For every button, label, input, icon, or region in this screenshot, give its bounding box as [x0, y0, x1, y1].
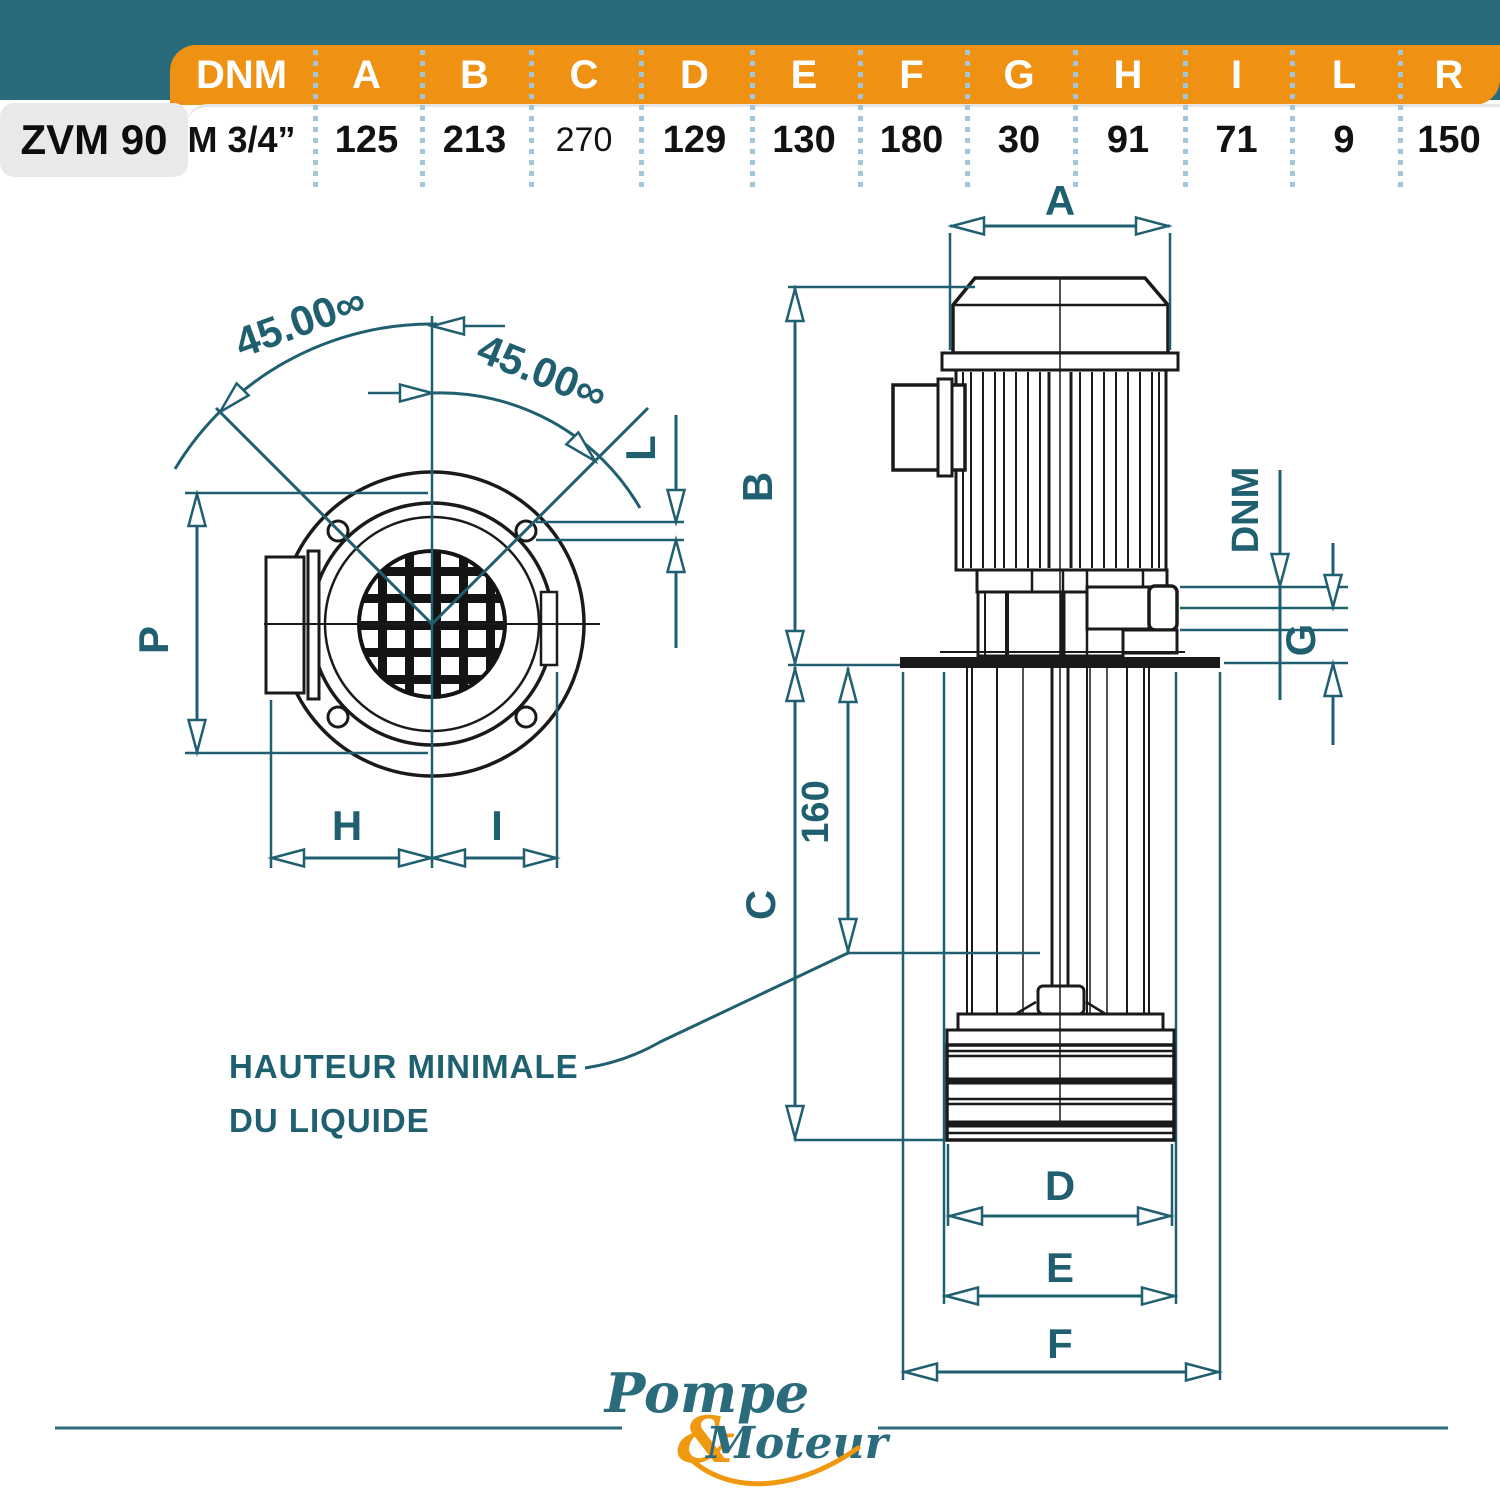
value-g: 30	[997, 118, 1041, 161]
angle-label-right: 45.00∞	[471, 324, 614, 418]
dim-label-d: D	[1045, 1162, 1075, 1209]
model-label: ZVM 90	[0, 103, 188, 177]
column-separator	[529, 50, 534, 188]
table-values-card	[186, 104, 1500, 179]
column-separator	[1183, 50, 1188, 188]
dim-label-160: 160	[795, 780, 837, 843]
annotation-line2: DU LIQUIDE	[229, 1102, 430, 1139]
value-a: 125	[334, 118, 399, 161]
side-view-geometry	[891, 276, 1220, 1142]
col-header-f: F	[899, 52, 924, 97]
value-d: 129	[662, 118, 727, 161]
col-header-e: E	[790, 52, 818, 97]
dim-label-e: E	[1046, 1244, 1074, 1291]
value-b: 213	[442, 118, 507, 161]
column-separator	[1073, 50, 1078, 188]
value-dnm: M 3/4”	[187, 119, 296, 160]
value-r: 150	[1417, 118, 1481, 161]
value-c: 270	[555, 120, 613, 159]
dim-label-c: C	[737, 890, 784, 920]
column-separator	[639, 50, 644, 188]
table-value-row: M 3/4” 125 213 270 129 130 180 30 91 71 …	[170, 103, 1500, 177]
dim-label-p: P	[130, 626, 177, 654]
dim-label-l: L	[617, 435, 664, 461]
side-view-extension-lines	[901, 672, 1222, 1380]
column-separator	[965, 50, 970, 188]
table-header-row: DNM A B C D E F G H I L R	[170, 45, 1500, 105]
column-separator	[1398, 50, 1403, 188]
dim-label-i: I	[491, 802, 503, 849]
side-view-labels: A B C 160 DNM G D E F	[734, 177, 1324, 1367]
column-separator	[1290, 50, 1295, 188]
logo: Pompe & Moteur	[55, 1361, 1448, 1487]
col-header-b: B	[460, 52, 489, 97]
value-e: 130	[772, 118, 836, 161]
column-separator	[420, 50, 425, 188]
dim-label-b: B	[734, 472, 781, 502]
dim-label-f: F	[1047, 1320, 1073, 1367]
min-liquid-annotation: HAUTEUR MINIMALE DU LIQUIDE	[229, 1048, 579, 1139]
annotation-line1: HAUTEUR MINIMALE	[229, 1048, 579, 1085]
col-header-dnm: DNM	[195, 52, 288, 97]
logo-ampersand: &	[677, 1403, 735, 1478]
dim-label-h: H	[332, 802, 362, 849]
value-i: 71	[1215, 118, 1258, 161]
col-header-a: A	[352, 52, 381, 97]
column-separator	[750, 50, 755, 188]
col-header-h: H	[1113, 52, 1143, 97]
col-header-d: D	[680, 52, 709, 97]
col-header-c: C	[569, 52, 599, 97]
value-l: 9	[1333, 118, 1355, 161]
logo-word-moteur: Moteur	[704, 1418, 890, 1469]
dim-label-g: G	[1277, 624, 1324, 657]
column-separator	[858, 50, 863, 188]
table-header-bar	[170, 45, 1500, 105]
col-header-r: R	[1434, 52, 1464, 97]
logo-word-pompe: Pompe	[603, 1361, 809, 1425]
col-header-i: I	[1230, 52, 1243, 97]
logo-swoosh	[681, 1445, 861, 1487]
value-h: 91	[1106, 118, 1150, 161]
dim-label-a: A	[1045, 177, 1075, 224]
value-f: 180	[879, 118, 944, 161]
dim-label-dnm: DNM	[1225, 467, 1267, 554]
column-separator	[313, 50, 318, 188]
col-header-g: G	[1003, 52, 1035, 97]
col-header-l: L	[1331, 52, 1357, 97]
front-view-dimensions	[173, 316, 686, 868]
side-view-dimensions	[584, 216, 1348, 1382]
